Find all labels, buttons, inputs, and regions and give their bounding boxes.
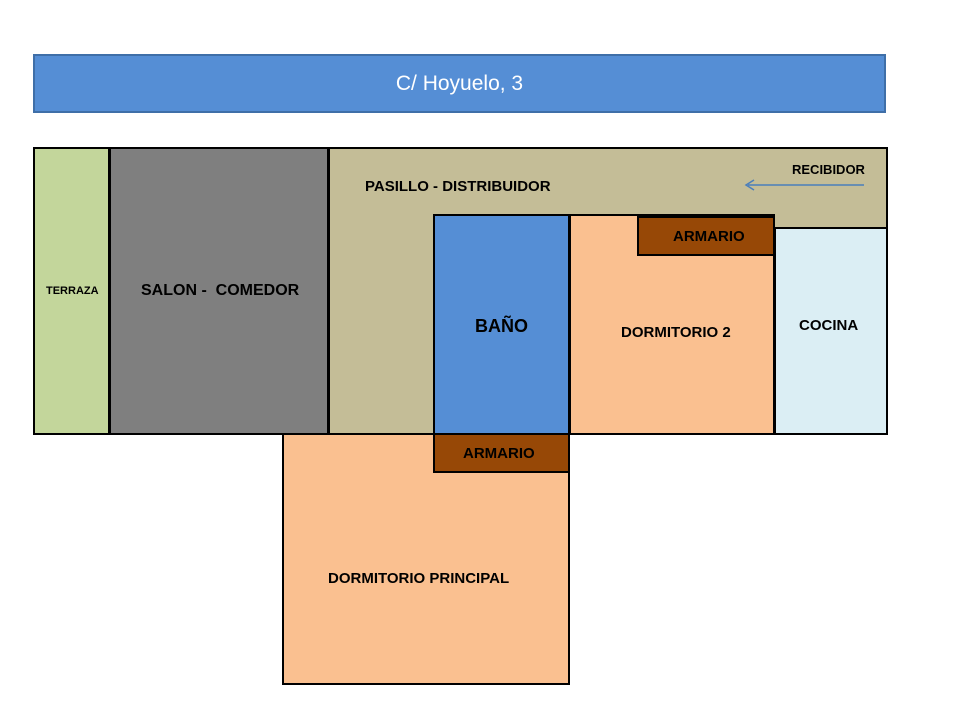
entrance-arrow-icon bbox=[744, 179, 864, 191]
room-dormitorio-principal bbox=[282, 433, 570, 685]
label-dormitorio-principal: DORMITORIO PRINCIPAL bbox=[328, 570, 510, 587]
room-salon-comedor bbox=[109, 147, 329, 435]
label-cocina: COCINA bbox=[799, 317, 859, 334]
label-dormitorio-2: DORMITORIO 2 bbox=[621, 324, 731, 341]
label-terraza: TERRAZA bbox=[46, 285, 99, 297]
label-recibidor: RECIBIDOR bbox=[792, 162, 865, 177]
label-bano: BAÑO bbox=[475, 316, 528, 336]
address-title: C/ Hoyuelo, 3 bbox=[395, 71, 524, 95]
label-pasillo: PASILLO - DISTRIBUIDOR bbox=[365, 178, 551, 195]
label-salon-comedor: SALON - COMEDOR bbox=[141, 282, 300, 299]
label-armario-principal: ARMARIO bbox=[463, 445, 535, 462]
address-banner: C/ Hoyuelo, 3 bbox=[33, 54, 886, 113]
room-armario-dormitorio-2 bbox=[637, 216, 775, 256]
room-armario-principal bbox=[433, 433, 570, 473]
room-terraza bbox=[33, 147, 110, 435]
room-cocina bbox=[774, 227, 888, 435]
label-armario-dormitorio-2: ARMARIO bbox=[673, 228, 745, 245]
